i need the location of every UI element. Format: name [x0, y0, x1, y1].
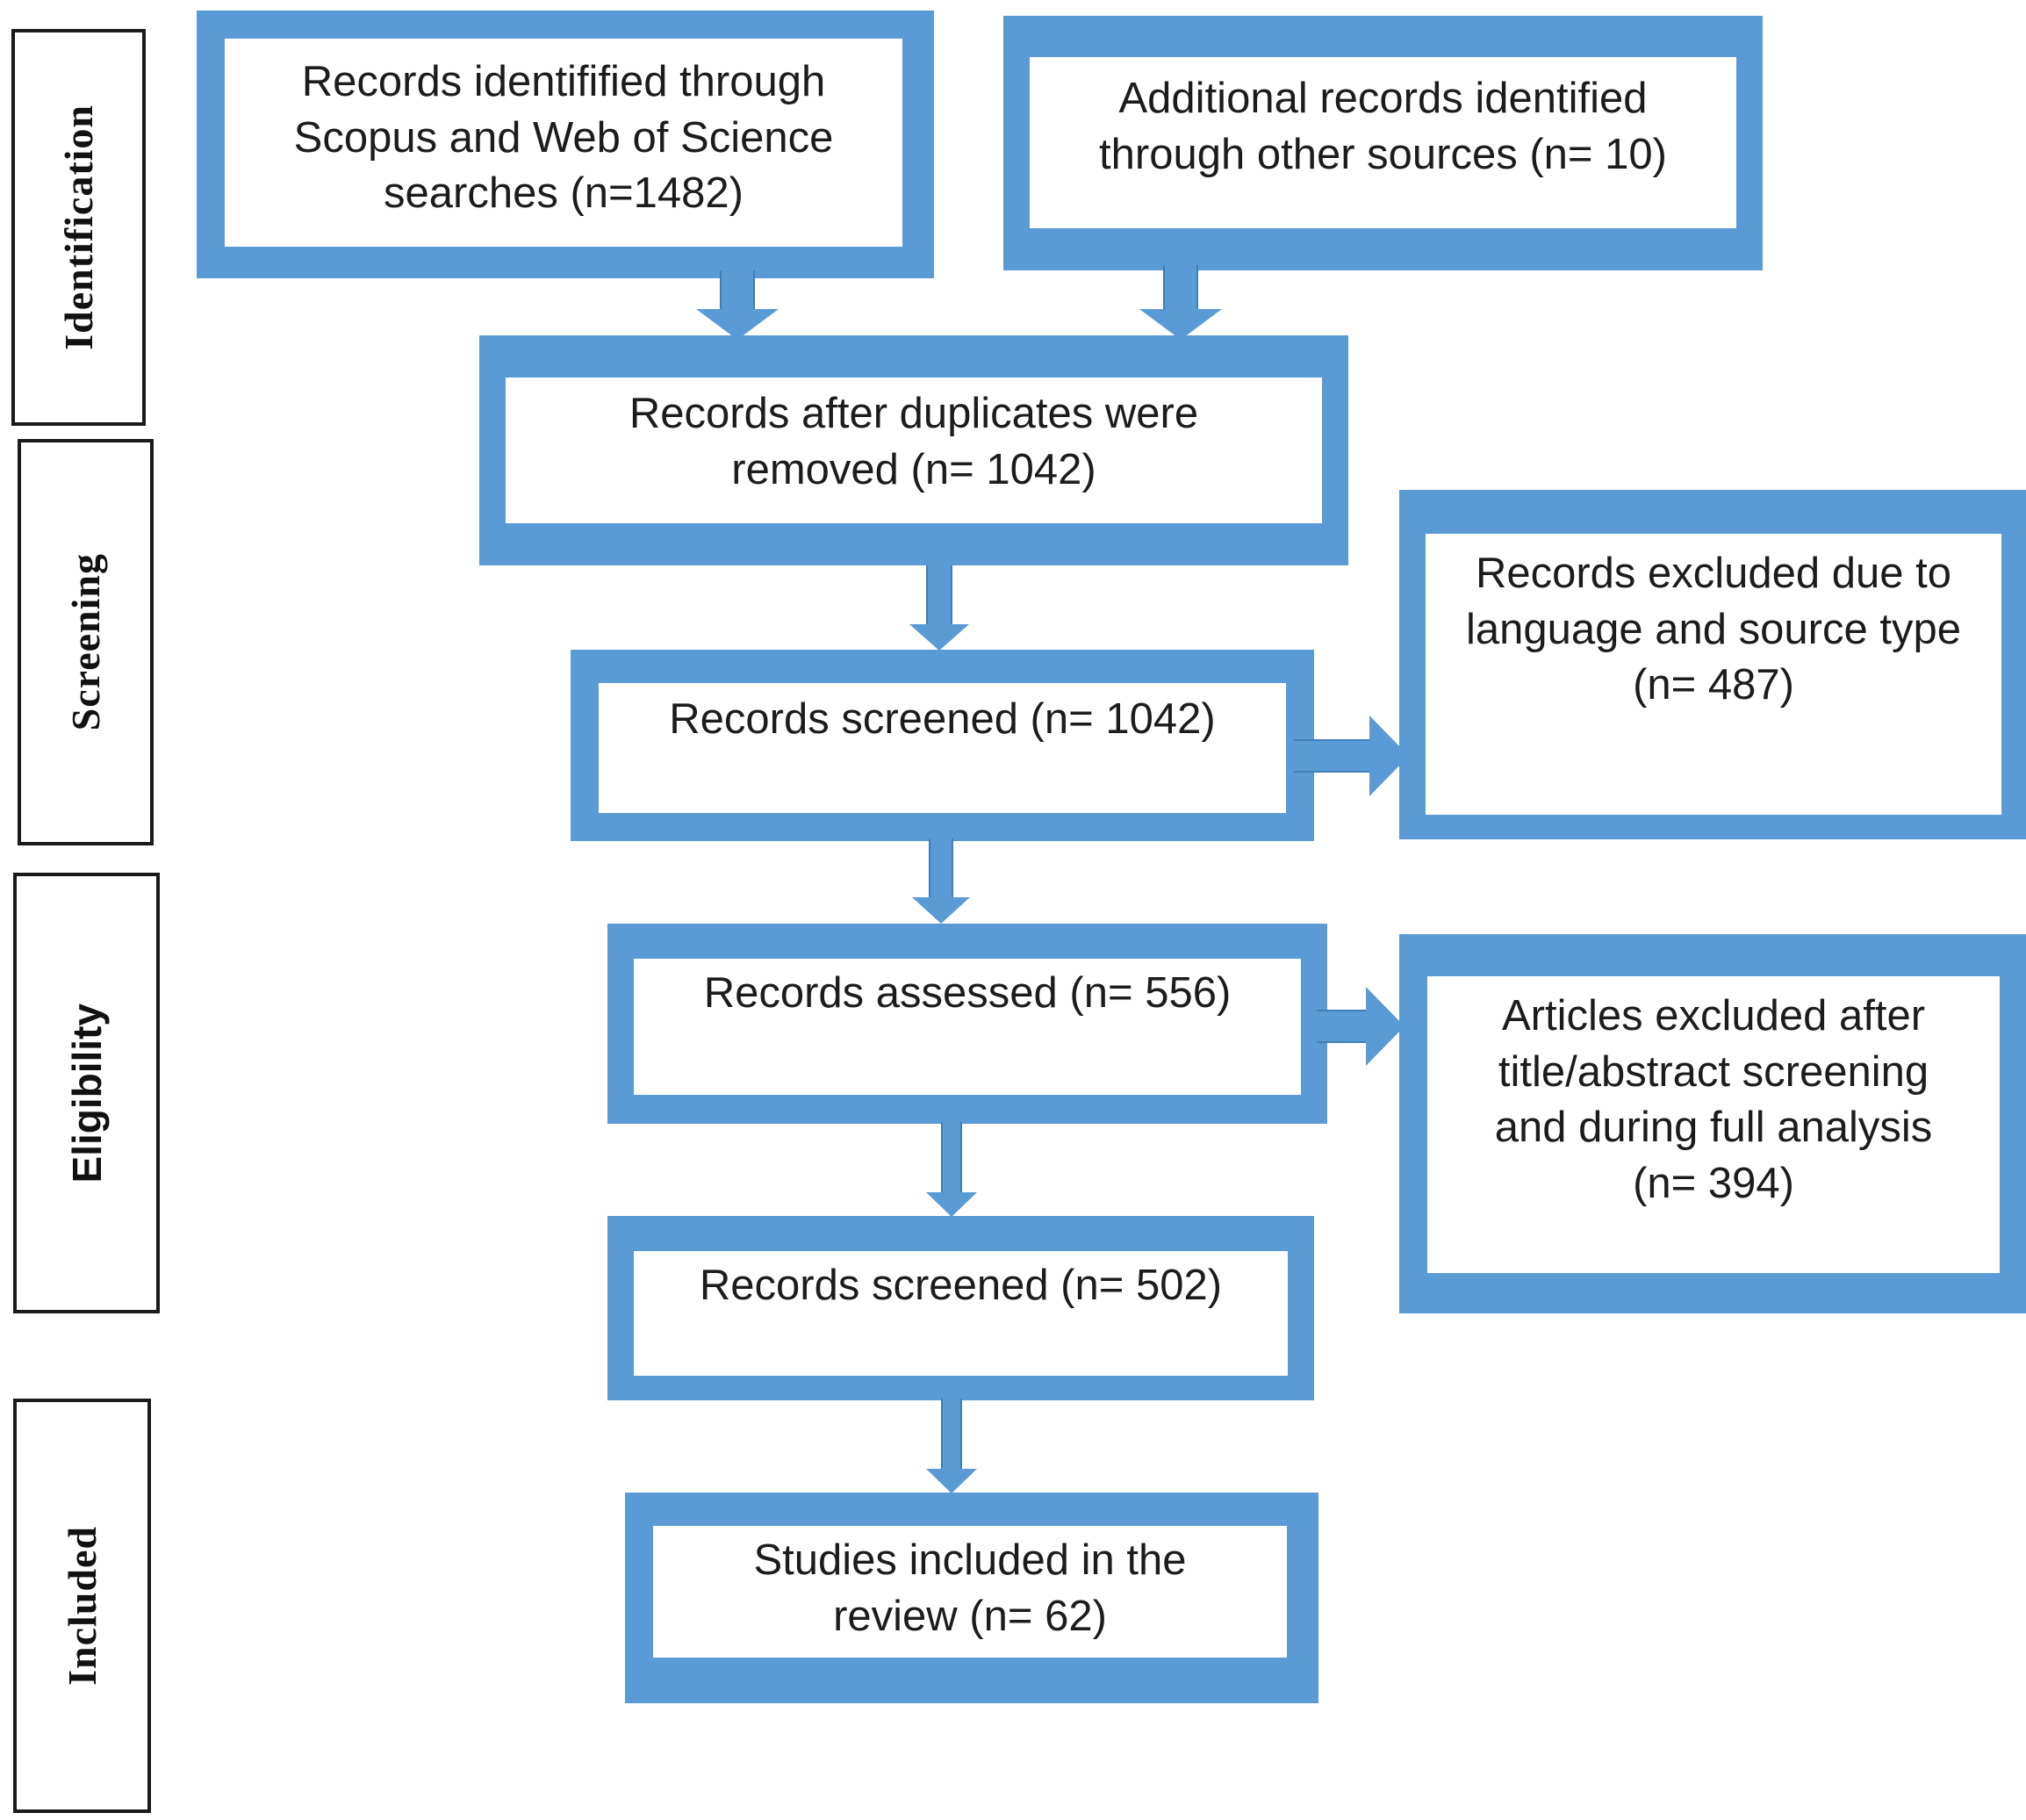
box-records-screened-1: Records screened (n= 1042)	[571, 650, 1314, 841]
box-records-identified-text: Records identifified through Scopus and …	[225, 54, 902, 222]
text-line: Studies included in the	[753, 1536, 1187, 1584]
box-records-excluded-text: Records excluded due to language and sou…	[1426, 546, 2001, 714]
box-records-assessed: Records assessed (n= 556)	[607, 924, 1327, 1124]
box-records-excluded: Records excluded due to language and sou…	[1399, 490, 2026, 839]
text-line: review (n= 62)	[833, 1592, 1107, 1640]
text-line: Additional records identified	[1118, 75, 1648, 122]
text-line: (n= 487)	[1633, 661, 1794, 709]
box-additional-records-text: Additional records identified through ot…	[1030, 71, 1736, 183]
stage-box-screening: Screening	[18, 439, 154, 845]
text-line: Articles excluded after	[1501, 992, 1926, 1039]
box-records-screened-1-text: Records screened (n= 1042)	[599, 692, 1286, 748]
text-line: Records after duplicates were	[629, 390, 1199, 437]
text-line: Scopus and Web of Science	[293, 113, 834, 162]
stage-box-eligibility: Eligibility	[13, 873, 160, 1313]
box-records-identified: Records identifified through Scopus and …	[197, 11, 934, 278]
text-line: Records screened (n= 502)	[699, 1262, 1223, 1309]
stage-label-screening: Screening	[63, 553, 108, 731]
text-line: and during full analysis	[1494, 1104, 1933, 1152]
box-after-duplicates-text: Records after duplicates were removed (n…	[506, 386, 1322, 498]
box-after-duplicates: Records after duplicates were removed (n…	[479, 335, 1348, 565]
text-line: removed (n= 1042)	[731, 445, 1096, 493]
text-line: searches (n=1482)	[384, 169, 744, 218]
text-line: Records assessed (n= 556)	[703, 969, 1232, 1017]
text-line: (n= 394)	[1633, 1160, 1794, 1208]
stage-box-included: Included	[13, 1399, 151, 1813]
box-records-screened-2-text: Records screened (n= 502)	[634, 1258, 1288, 1314]
box-studies-included: Studies included in the review (n= 62)	[625, 1493, 1318, 1703]
text-line: language and source type	[1466, 605, 1961, 653]
stage-label-eligibility: Eligibility	[63, 1003, 110, 1183]
text-line: through other sources (n= 10)	[1099, 130, 1667, 178]
box-records-screened-2: Records screened (n= 502)	[607, 1216, 1314, 1400]
text-line: Records screened (n= 1042)	[669, 695, 1216, 743]
box-records-assessed-text: Records assessed (n= 556)	[634, 966, 1301, 1022]
text-line: Records identifified through	[301, 58, 826, 105]
stage-label-identification: Identification	[56, 104, 101, 350]
box-articles-excluded: Articles excluded after title/abstract s…	[1399, 934, 2026, 1313]
box-studies-included-text: Studies included in the review (n= 62)	[653, 1533, 1287, 1644]
text-line: title/abstract screening	[1498, 1047, 1929, 1096]
stage-box-identification: Identification	[11, 29, 146, 426]
stage-label-included: Included	[60, 1526, 104, 1686]
box-additional-records: Additional records identified through ot…	[1003, 16, 1763, 270]
text-line: Records excluded due to	[1475, 550, 1952, 597]
box-articles-excluded-text: Articles excluded after title/abstract s…	[1427, 989, 2000, 1212]
